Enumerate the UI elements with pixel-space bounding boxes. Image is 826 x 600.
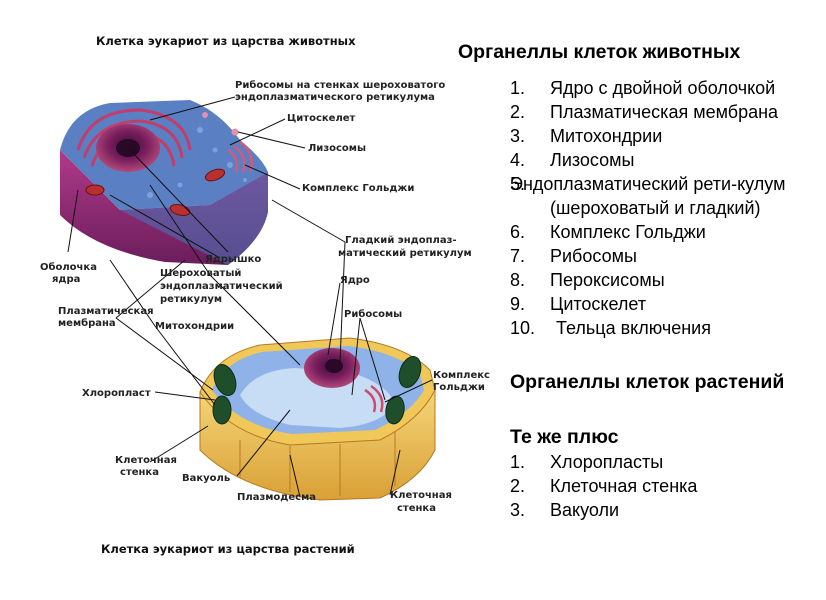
list-item: 1.Хлоропласты: [510, 452, 664, 472]
label-smooth-er-1: Гладкий эндоплаз-: [345, 235, 457, 246]
animal-organelles-list: 1.Ядро с двойной оболочкой 2.Плазматичес…: [510, 76, 820, 340]
label-chloroplast: Хлоропласт: [82, 388, 151, 399]
label-nucleolus: Ядрышко: [205, 254, 261, 265]
animal-cell-title: Клетка эукариот из царства животных: [96, 34, 356, 48]
label-nuclear-envelope-2: ядра: [52, 274, 80, 285]
list-item: 2.Клеточная стенка: [510, 476, 698, 496]
label-nucleus: Ядро: [340, 275, 370, 286]
label-cell-wall-right-2: стенка: [397, 503, 436, 514]
organelle-text-panel: Органеллы клеток животных 1.Ядро с двойн…: [458, 40, 818, 520]
label-cytoskeleton: Цитоскелет: [287, 113, 356, 124]
label-lysosomes: Лизосомы: [308, 143, 366, 154]
label-rough-er-3: ретикулум: [160, 294, 222, 305]
label-rough-er-1: Шероховатый: [160, 268, 241, 279]
label-cell-wall-left-2: стенка: [120, 467, 159, 478]
label-ribosomes: Рибосомы: [344, 308, 402, 320]
list-item: 8.Пероксисомы: [510, 270, 665, 290]
list-item: 10.Тельца включения: [510, 318, 711, 338]
label-plasma-membrane-1: Плазматическая: [58, 306, 154, 317]
label-cell-wall-right-1: Клеточная: [390, 490, 452, 501]
label-plasmodesma: Плазмодесма: [237, 492, 316, 503]
leader-lines: [67, 96, 433, 498]
list-item: 7.Рибосомы: [510, 246, 637, 266]
label-golgi-complex-plant-2: Гольджи: [433, 382, 485, 393]
label-ribosomes-rough-er-2: эндоплазматического ретикулума: [235, 92, 435, 103]
label-rough-er-2: эндоплазматический: [160, 281, 283, 292]
label-plasma-membrane-2: мембрана: [58, 317, 116, 329]
plant-organelles-subheading: Те же плюс: [510, 426, 619, 448]
label-cell-wall-left-1: Клеточная: [115, 455, 177, 466]
label-mitochondria: Митохондрии: [155, 321, 234, 332]
list-item: 5.Эндоплазматический рети-кулум (шерохов…: [510, 174, 786, 218]
list-item: 4.Лизосомы: [510, 150, 635, 170]
plant-cell-title: Клетка эукариот из царства растений: [101, 542, 355, 556]
list-item: 6.Комплекс Гольджи: [510, 222, 706, 242]
label-ribosomes-rough-er-1: Рибосомы на стенках шероховатого: [235, 79, 445, 91]
list-item: 3.Митохондрии: [510, 126, 663, 146]
label-vacuole: Вакуоль: [182, 473, 230, 484]
list-item: 9.Цитоскелет: [510, 294, 647, 314]
list-item: 1.Ядро с двойной оболочкой: [510, 78, 776, 98]
animal-cell-illustration: [60, 100, 268, 265]
list-item: 3.Вакуоли: [510, 500, 620, 520]
label-nuclear-envelope-1: Оболочка: [40, 261, 97, 273]
plant-organelles-list: 1.Хлоропласты 2.Клеточная стенка 3.Вакуо…: [510, 450, 810, 522]
label-golgi-complex-plant-1: Комплекс: [433, 370, 490, 381]
label-golgi-complex-animal: Комплекс Гольджи: [302, 183, 414, 194]
list-item: 2.Плазматическая мембрана: [510, 102, 779, 122]
animal-organelles-heading: Органеллы клеток животных: [458, 41, 741, 63]
label-smooth-er-2: матический ретикулум: [338, 248, 472, 259]
plant-organelles-heading: Органеллы клеток растений: [510, 371, 785, 393]
plant-cell-illustration: [199, 337, 436, 501]
